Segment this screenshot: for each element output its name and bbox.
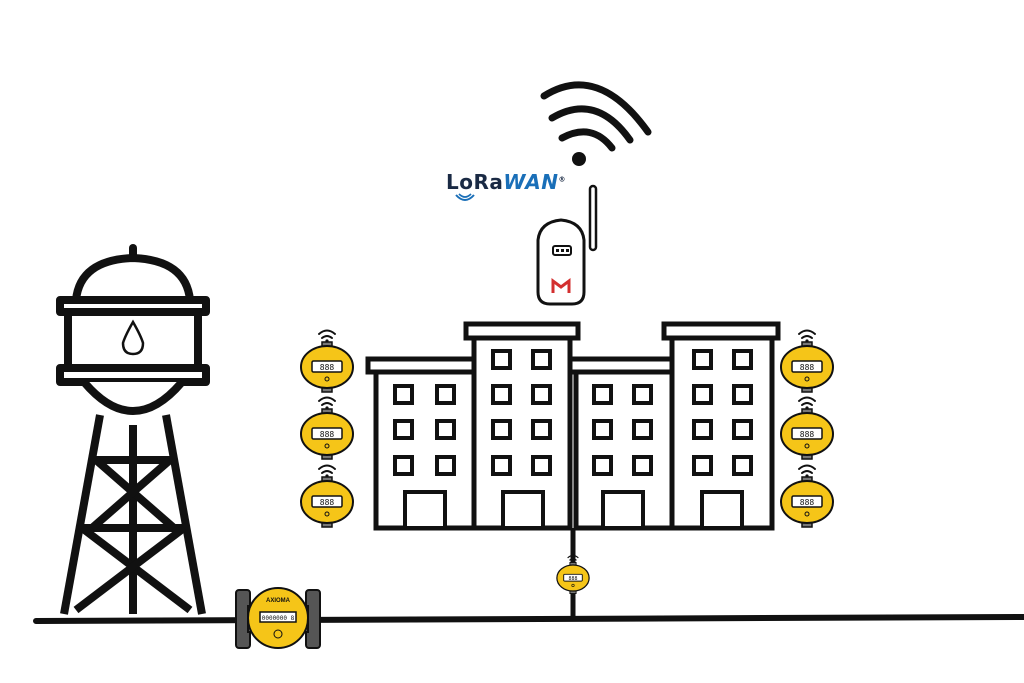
smart-meter: 888 bbox=[300, 464, 354, 528]
lorawan-logo-part2: WAN bbox=[503, 170, 559, 194]
meter-signal-icon bbox=[318, 396, 336, 410]
water-tower bbox=[56, 244, 210, 615]
lorawan-gateway bbox=[536, 184, 598, 306]
meter-signal-icon bbox=[567, 554, 579, 563]
lorawan-logo-part1: LoRa bbox=[446, 170, 504, 194]
smart-meter: 888 bbox=[300, 396, 354, 460]
smart-meters: 888 888 888 888 888 888 888 bbox=[300, 329, 834, 594]
smart-meter: 888 bbox=[300, 329, 354, 393]
meter-signal-icon bbox=[318, 464, 336, 478]
water-pipe bbox=[33, 614, 1024, 624]
main-meter-reading: 0000000 8 bbox=[262, 615, 295, 622]
meter-display: 888 bbox=[800, 498, 815, 507]
meter-display: 888 bbox=[320, 430, 335, 439]
meter-display: 888 bbox=[569, 576, 578, 582]
main-meter-brand: AXIOMA bbox=[266, 598, 291, 604]
wifi-icon bbox=[540, 81, 652, 152]
smart-meter: 888 bbox=[780, 329, 834, 393]
meter-signal-icon bbox=[798, 329, 816, 343]
gateway-logo-icon bbox=[551, 278, 571, 293]
meter-display: 888 bbox=[800, 363, 815, 372]
smart-meter: 888 bbox=[780, 396, 834, 460]
wifi-dot-icon bbox=[572, 152, 586, 166]
smart-meter: 888 bbox=[556, 554, 590, 594]
water-drop-icon bbox=[121, 319, 145, 356]
lorawan-logo: LoRaWAN® bbox=[446, 170, 566, 194]
meter-display: 888 bbox=[320, 363, 335, 372]
meter-signal-icon bbox=[798, 464, 816, 478]
apartment-buildings bbox=[365, 321, 781, 531]
meter-signal-icon bbox=[798, 396, 816, 410]
meter-signal-icon bbox=[318, 329, 336, 343]
meter-display: 888 bbox=[320, 498, 335, 507]
lorawan-registered-mark: ® bbox=[558, 175, 566, 184]
lorawan-waves-icon bbox=[455, 193, 475, 201]
meter-display: 888 bbox=[800, 430, 815, 439]
building-windows bbox=[393, 349, 753, 530]
main-water-meter: AXIOMA 0000000 8 bbox=[235, 587, 321, 649]
smart-meter: 888 bbox=[780, 464, 834, 528]
